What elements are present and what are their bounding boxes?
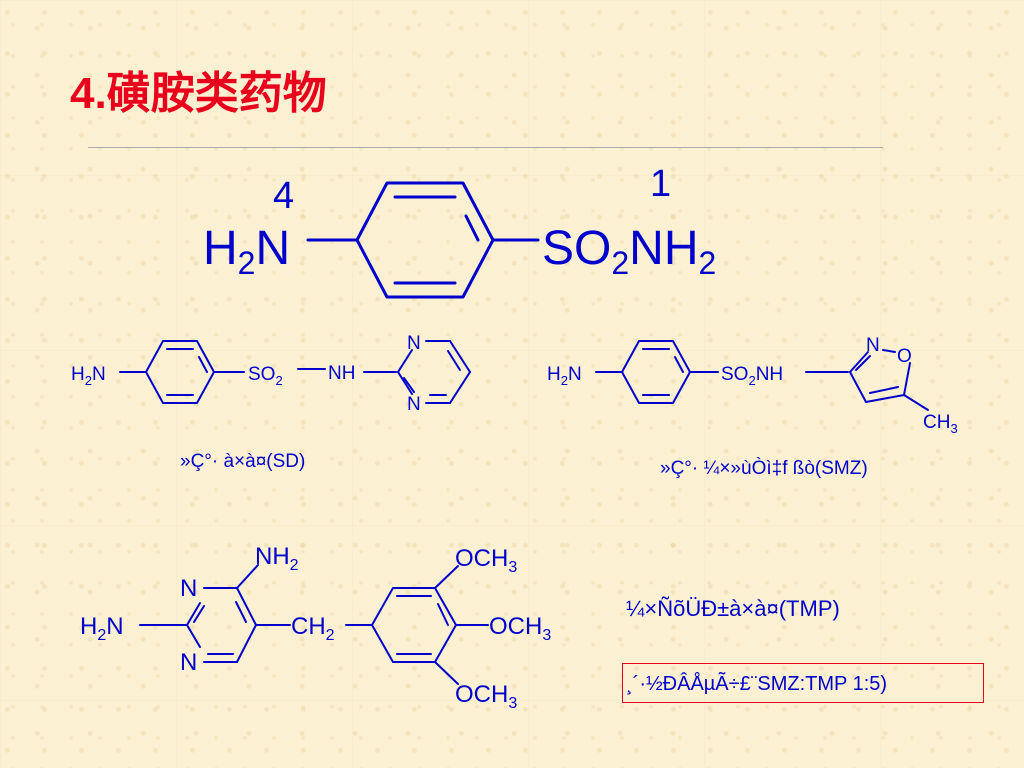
tmp-bond-methoxy-bottom: [434, 661, 459, 685]
tmp-benzene-ring: [371, 587, 457, 663]
sd-ring-n-top: N: [407, 333, 421, 354]
core-amine-group: H2N: [203, 222, 290, 281]
sd-ring-double-bonds: [166, 348, 208, 396]
sd-nh-group: NH: [328, 363, 355, 384]
smz-caption: »Ç°· ¼×»ùÒì‡f ßò(SMZ): [660, 458, 868, 479]
ratio-box: [622, 663, 984, 703]
sd-amine-group: H2N: [71, 364, 106, 388]
sd-benzene-ring: [145, 340, 215, 404]
tmp-structure: NH2 H2N N N CH2 OCH3 OCH3 OCH3: [80, 543, 551, 712]
sd-structure: H2N SO2 NH N N: [71, 333, 471, 415]
tmp-amine-left: H2N: [80, 613, 124, 644]
ratio-text: ¸´·½ÐÂÅµÃ÷£¨SMZ:TMP 1:5): [626, 673, 888, 695]
core-sulfanilamide-structure: 4 1 H2N SO2NH2: [203, 163, 716, 299]
smz-ring-double-bonds: [642, 348, 684, 396]
tmp-benzene-double-bonds: [396, 595, 449, 655]
smz-methyl-group: CH3: [923, 412, 958, 436]
tmp-bond-methoxy-top: [434, 565, 459, 589]
smz-benzene-ring: [621, 340, 691, 404]
sd-ring-n-bottom: N: [407, 394, 421, 415]
smz-ring-n: N: [866, 335, 880, 356]
core-position-4: 4: [273, 175, 294, 217]
smz-structure: H2N SO2NH N O CH3: [547, 335, 958, 436]
core-sulfonamide-group: SO2NH2: [542, 222, 716, 281]
tmp-ring-n-bottom: N: [180, 649, 197, 676]
smz-amine-group: H2N: [547, 364, 582, 388]
sd-sulfonyl-group: SO2: [248, 364, 283, 388]
smz-isoxazole-ring: [849, 349, 911, 403]
core-benzene-ring: [355, 181, 495, 299]
sd-pyrimidine-ring: [397, 340, 471, 404]
core-position-1: 1: [650, 163, 671, 205]
slide-title: 4.磺胺类药物: [70, 69, 327, 118]
core-ring-double-bonds: [393, 195, 480, 285]
tmp-methoxy-top: OCH3: [455, 545, 517, 576]
tmp-ring-n-top: N: [180, 575, 197, 602]
tmp-methoxy-bottom: OCH3: [455, 681, 517, 712]
smz-sulfonamide-group: SO2NH: [721, 364, 783, 388]
tmp-caption: ¼×ÑõÜÐ±à×à¤(TMP): [626, 596, 840, 621]
tmp-linker-group: CH2: [291, 613, 335, 644]
smz-bond-methyl: [903, 394, 929, 411]
tmp-methoxy-mid: OCH3: [489, 613, 551, 644]
sd-caption: »Ç°· à×à¤(SD): [180, 451, 306, 472]
smz-ring-o: O: [897, 346, 912, 367]
title-divider: [88, 147, 883, 148]
tmp-bond-amino-top: [236, 564, 259, 589]
tmp-amino-top: NH2: [255, 543, 299, 574]
tmp-pyrimidine-ring: [186, 587, 257, 663]
